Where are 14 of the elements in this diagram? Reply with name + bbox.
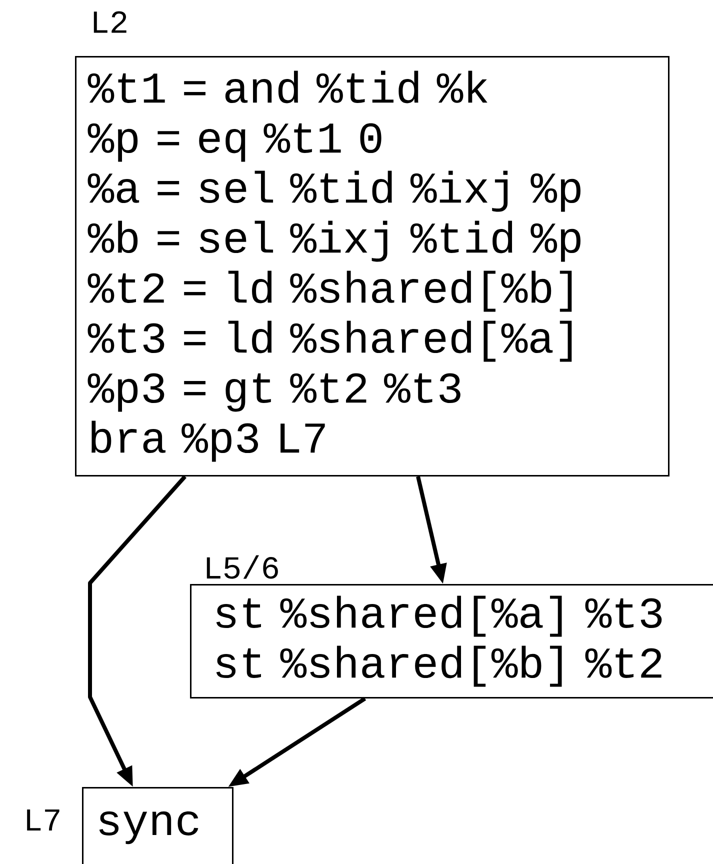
code-block: sync xyxy=(82,787,234,864)
node-label: %t3 = ld %shared[%a] xyxy=(88,320,572,362)
code-block: st %shared[%a] %t3 st %shared[%b] %t2 xyxy=(190,584,713,698)
block-label: L2 xyxy=(94,11,126,33)
block-label: L5/6 xyxy=(206,555,278,579)
node-label: %a = sel %tid %ixj %p xyxy=(88,170,580,212)
node-label: %b = sel %ixj %tid %p xyxy=(88,220,580,262)
node-label: bra %p3 L7 xyxy=(92,420,325,462)
node-label: %t2 = ld %shared[%b] xyxy=(88,270,572,312)
node-label: %p = eq %t1 0 xyxy=(88,123,382,162)
node-label: %p3 = gt %t2 %t3 xyxy=(88,373,460,412)
block-label: L7 xyxy=(27,809,60,831)
code-block: %t1 = and %tid %k %p = eq %t1 0 %a = sel %tid %ixj %p %b = sel %ixj %tid %p %t2 = ld %shared[%b] %t3 = ld %shared[%a] %p3 = gt %t2 %t3 bra %p3 L7 xyxy=(75,56,670,476)
node-label: %t1 = and %tid %k xyxy=(88,70,488,104)
